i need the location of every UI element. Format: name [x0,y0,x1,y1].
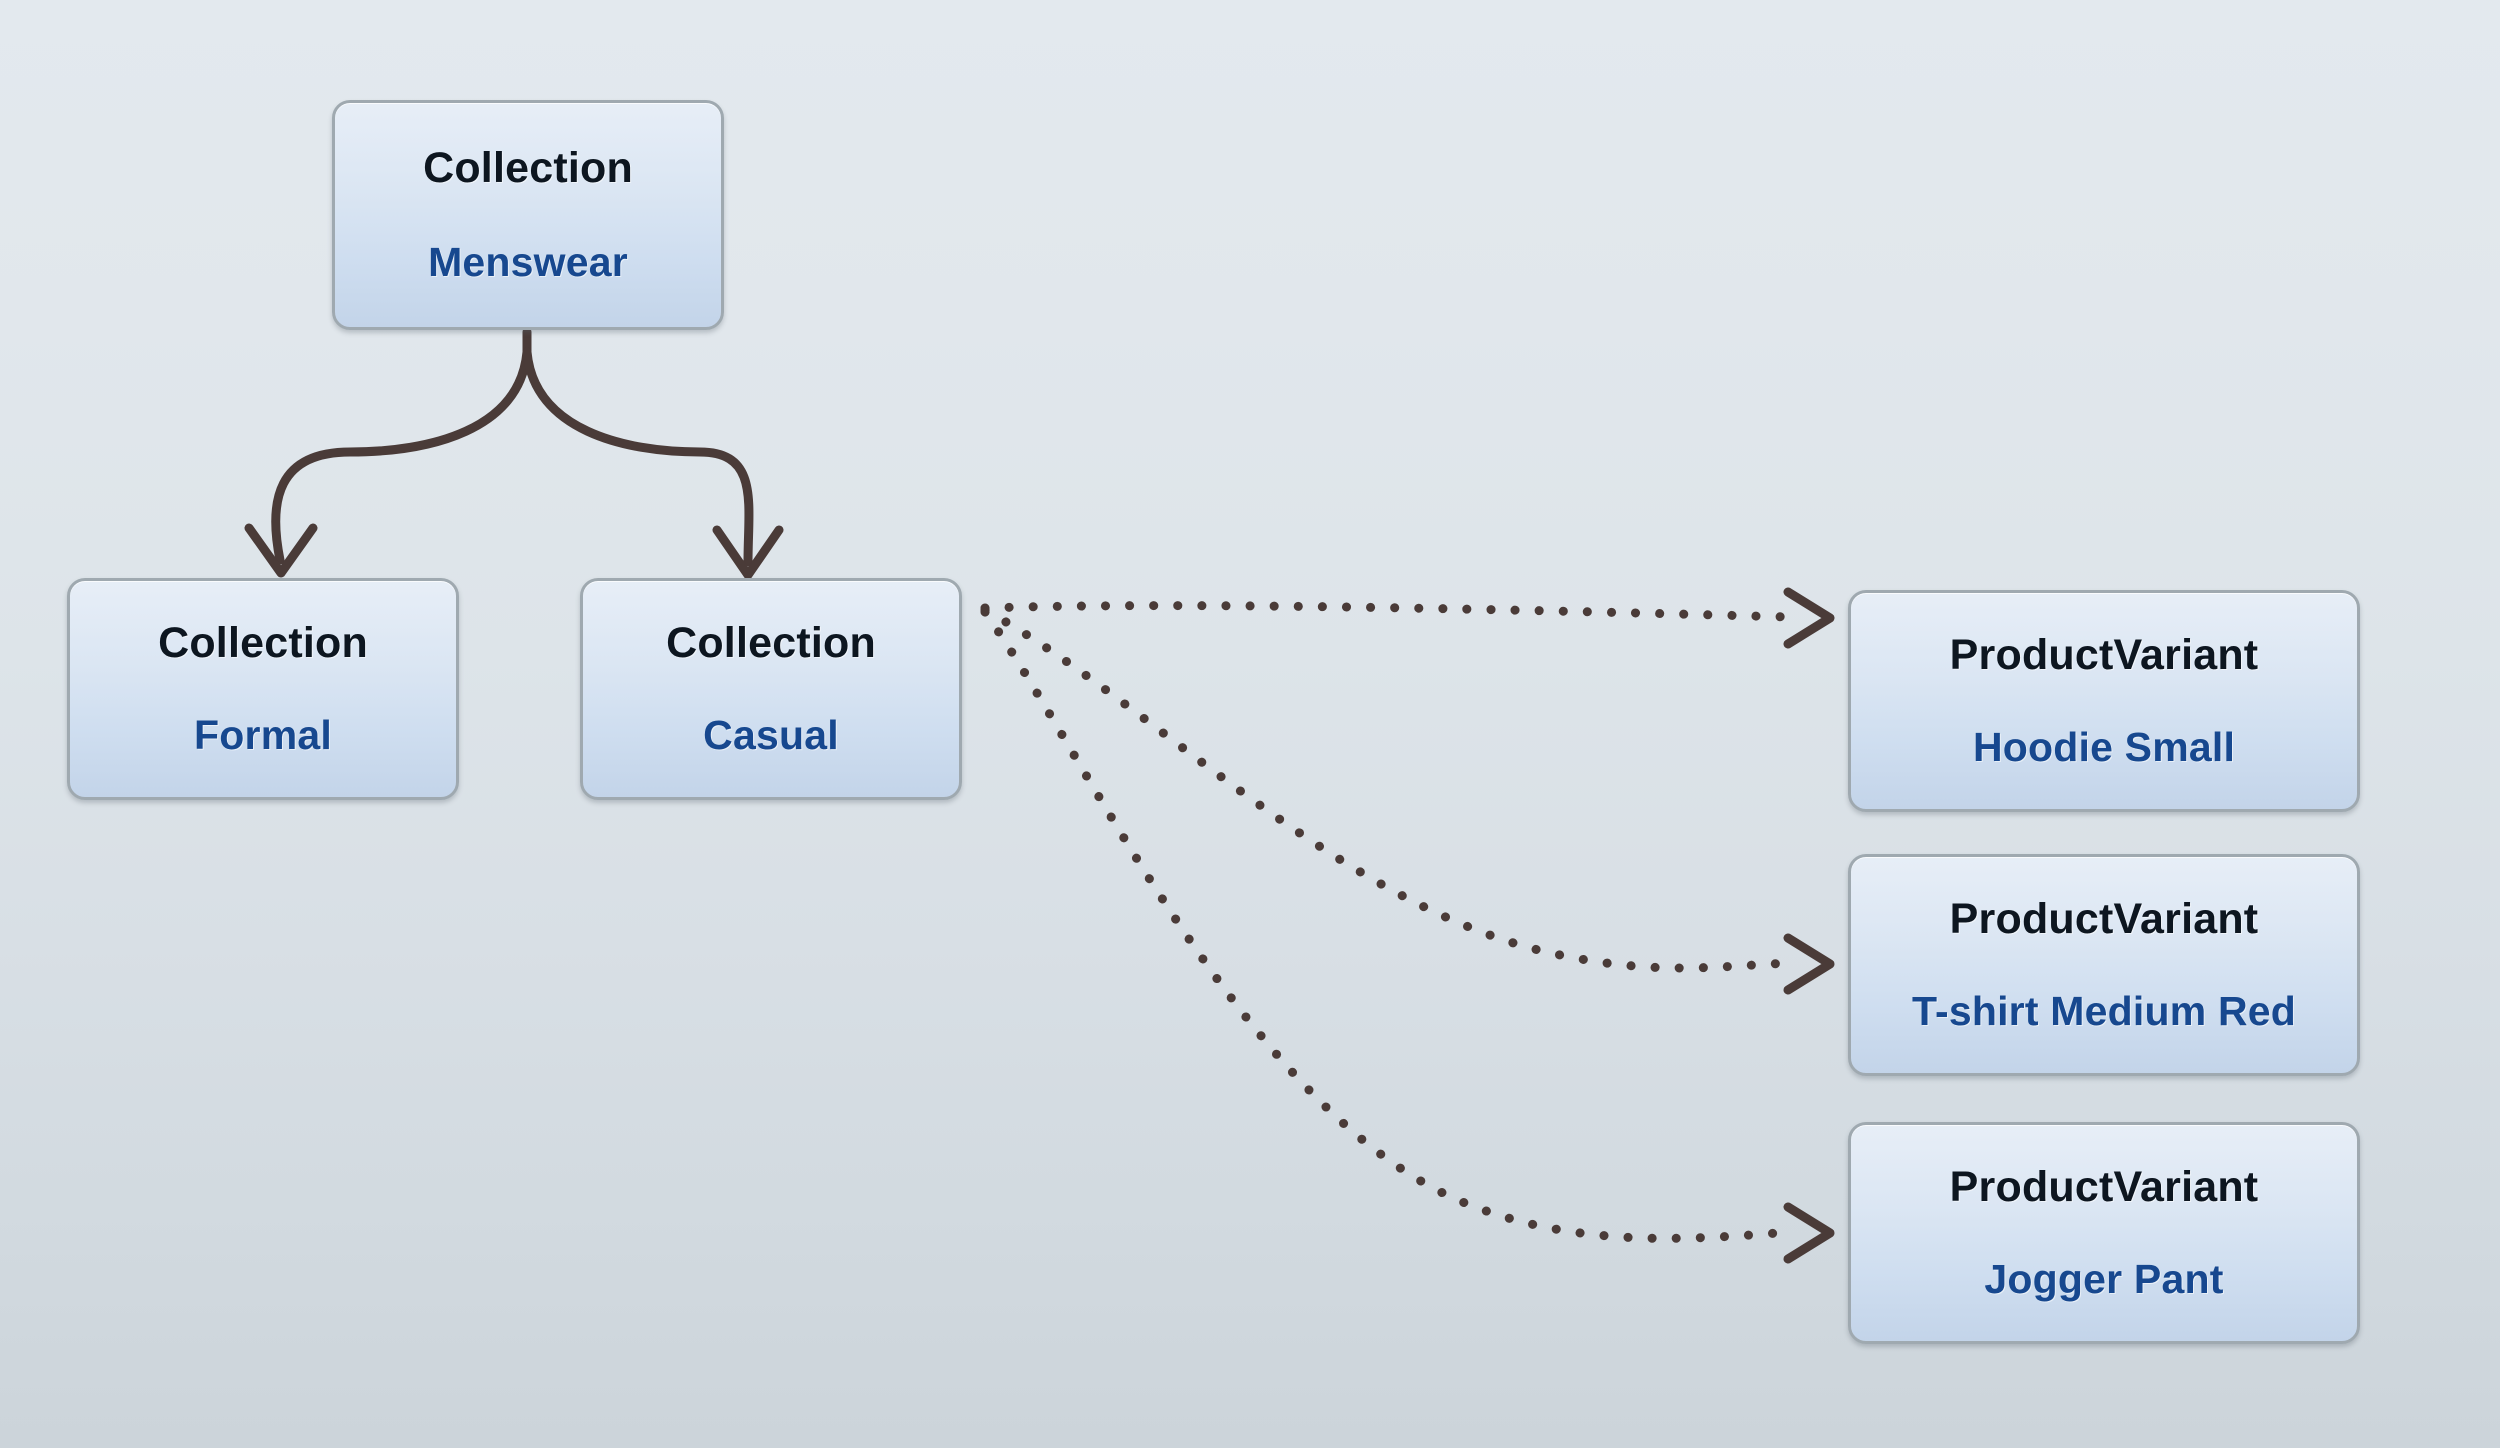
node-type-label: Collection [666,619,876,667]
arrowhead-casual-icon [712,525,784,580]
arrowhead-tshirt-medium-red-icon [1783,933,1835,995]
node-type-label: ProductVariant [1949,1163,2259,1211]
node-name-label: Jogger Pant [1984,1256,2224,1302]
node-collection-casual[interactable]: Collection Casual [580,578,962,800]
arrowhead-formal-icon [244,523,318,578]
node-name-label: Casual [703,712,839,758]
node-type-label: ProductVariant [1949,895,2259,943]
dotted-edge-group [980,601,1795,1243]
node-type-label: Collection [158,619,368,667]
node-productvariant-jogger-pant[interactable]: ProductVariant Jogger Pant [1848,1122,2360,1344]
node-name-label: Menswear [428,239,628,285]
edge-menswear-to-formal [271,347,532,565]
node-collection-formal[interactable]: Collection Formal [67,578,459,800]
edge-casual-to-jogger-pant [980,607,1795,1243]
dotted-arrowheads [1783,587,1835,1264]
node-type-label: ProductVariant [1949,631,2259,679]
arrowhead-hoodie-small-icon [1783,587,1835,649]
solid-edge-group [244,327,784,580]
node-productvariant-tshirt-medium-red[interactable]: ProductVariant T-shirt Medium Red [1848,854,2360,1076]
node-name-label: T-shirt Medium Red [1911,988,2296,1034]
node-type-label: Collection [423,144,633,192]
node-productvariant-hoodie-small[interactable]: ProductVariant Hoodie Small [1848,590,2360,812]
arrowhead-jogger-pant-icon [1783,1202,1835,1264]
node-name-label: Formal [194,712,332,758]
node-name-label: Hoodie Small [1972,724,2236,770]
edge-casual-to-hoodie-small [980,601,1795,622]
edge-menswear-to-casual [522,347,754,567]
node-collection-menswear[interactable]: Collection Menswear [332,100,724,330]
edge-casual-to-tshirt-medium-red [980,605,1795,973]
